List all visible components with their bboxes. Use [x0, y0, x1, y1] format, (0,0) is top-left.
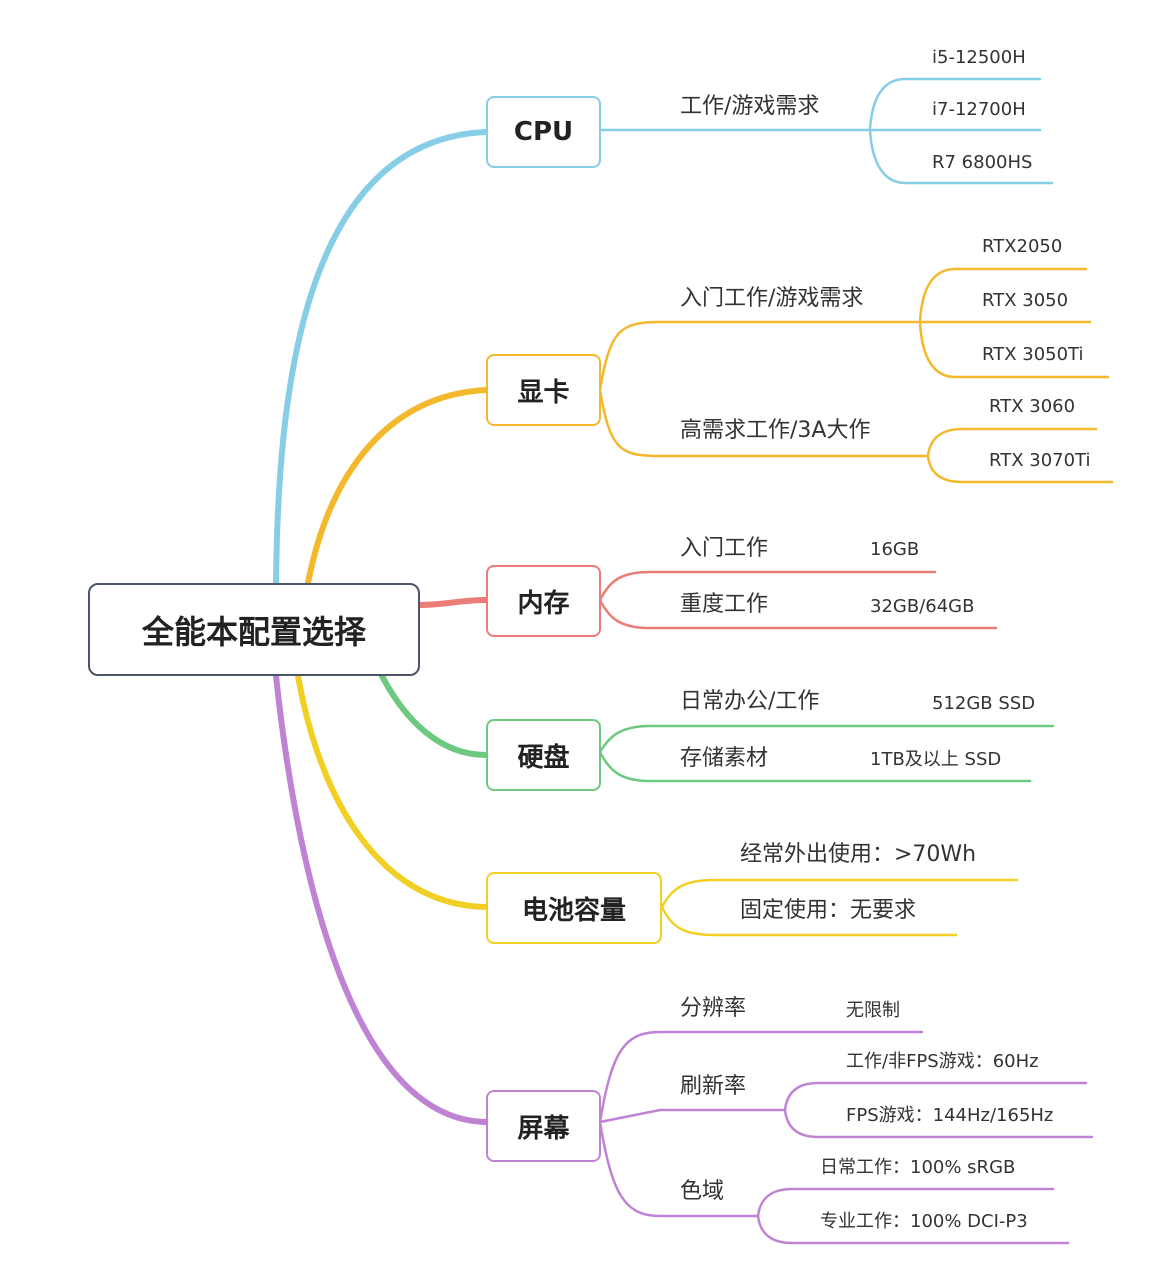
- root-node[interactable]: 全能本配置选择: [88, 583, 420, 676]
- connector-memory-2: [598, 598, 998, 630]
- connector-gpu-high: [598, 388, 930, 458]
- screen-resolution-label[interactable]: 分辨率: [680, 996, 747, 1021]
- screen-gamut-option[interactable]: 专业工作：100% DCI-P3: [820, 1211, 1028, 1232]
- connector-gpu-entry: [598, 320, 922, 392]
- connector-gpu-high-opt2: [926, 454, 1114, 484]
- connector-battery-2: [660, 905, 958, 937]
- gpu-option[interactable]: RTX2050: [982, 236, 1063, 257]
- gpu-option[interactable]: RTX 3050Ti: [982, 344, 1084, 365]
- connector-cpu-opt3: [868, 128, 1054, 185]
- cpu-option[interactable]: i7-12700H: [932, 99, 1026, 120]
- memory-item-value[interactable]: 16GB: [870, 539, 920, 560]
- screen-refresh-option[interactable]: 工作/非FPS游戏：60Hz: [846, 1051, 1039, 1072]
- screen-resolution-value[interactable]: 无限制: [846, 1000, 900, 1021]
- connector-root-disk: [379, 673, 489, 758]
- connector-gpu-high-opt1: [926, 427, 1098, 458]
- screen-gamut-option[interactable]: 日常工作：100% sRGB: [820, 1157, 1016, 1178]
- connector-disk-2: [598, 750, 1032, 783]
- connector-screen-gamut: [598, 1120, 760, 1218]
- branch-disk[interactable]: 硬盘: [486, 719, 601, 791]
- connector-gamut-opt1: [756, 1187, 1055, 1218]
- gpu-option[interactable]: RTX 3070Ti: [989, 450, 1091, 471]
- gpu-high-label[interactable]: 高需求工作/3A大作: [680, 418, 871, 443]
- connector-disk-1: [598, 724, 1055, 754]
- connector-gamut-opt2: [756, 1214, 1070, 1245]
- memory-item-value[interactable]: 32GB/64GB: [870, 596, 975, 617]
- branch-screen[interactable]: 屏幕: [486, 1090, 601, 1162]
- disk-item-value[interactable]: 512GB SSD: [932, 693, 1036, 714]
- screen-refresh-label[interactable]: 刷新率: [680, 1074, 747, 1099]
- screen-gamut-label[interactable]: 色域: [680, 1179, 725, 1204]
- screen-refresh-option[interactable]: FPS游戏：144Hz/165Hz: [846, 1105, 1054, 1126]
- cpu-option[interactable]: R7 6800HS: [932, 152, 1033, 173]
- connector-root-cpu: [273, 129, 489, 586]
- branch-battery[interactable]: 电池容量: [486, 872, 662, 944]
- battery-item[interactable]: 经常外出使用：>70Wh: [740, 842, 977, 867]
- connector-gpu-entry-opt3: [918, 320, 1110, 379]
- gpu-entry-label[interactable]: 入门工作/游戏需求: [680, 286, 864, 311]
- connector-gpu-entry-opt1: [918, 267, 1088, 324]
- branch-cpu[interactable]: CPU: [486, 96, 601, 168]
- connector-screen-refresh: [598, 1108, 787, 1124]
- connector-battery-1: [660, 878, 1019, 909]
- connector-memory-1: [598, 570, 937, 602]
- connector-refresh-opt1: [783, 1081, 1088, 1112]
- battery-item[interactable]: 固定使用：无要求: [740, 898, 917, 923]
- connector-root-memory: [417, 597, 489, 608]
- disk-item-label[interactable]: 日常办公/工作: [680, 689, 820, 714]
- connector-root-gpu: [305, 387, 489, 586]
- connector-root-screen: [273, 673, 489, 1125]
- gpu-option[interactable]: RTX 3050: [982, 290, 1069, 311]
- connector-root-battery: [295, 673, 489, 910]
- disk-item-label[interactable]: 存储素材: [680, 746, 769, 771]
- connector-screen-resolution: [598, 1030, 924, 1124]
- memory-item-label[interactable]: 入门工作: [680, 536, 769, 561]
- memory-item-label[interactable]: 重度工作: [680, 592, 769, 617]
- gpu-option[interactable]: RTX 3060: [989, 396, 1076, 417]
- cpu-need-label[interactable]: 工作/游戏需求: [680, 94, 820, 119]
- cpu-option[interactable]: i5-12500H: [932, 47, 1026, 68]
- disk-item-value[interactable]: 1TB及以上 SSD: [870, 749, 1002, 770]
- branch-gpu[interactable]: 显卡: [486, 354, 601, 426]
- connector-refresh-opt2: [783, 1108, 1094, 1139]
- branch-memory[interactable]: 内存: [486, 565, 601, 637]
- connector-cpu-opt1: [868, 77, 1042, 132]
